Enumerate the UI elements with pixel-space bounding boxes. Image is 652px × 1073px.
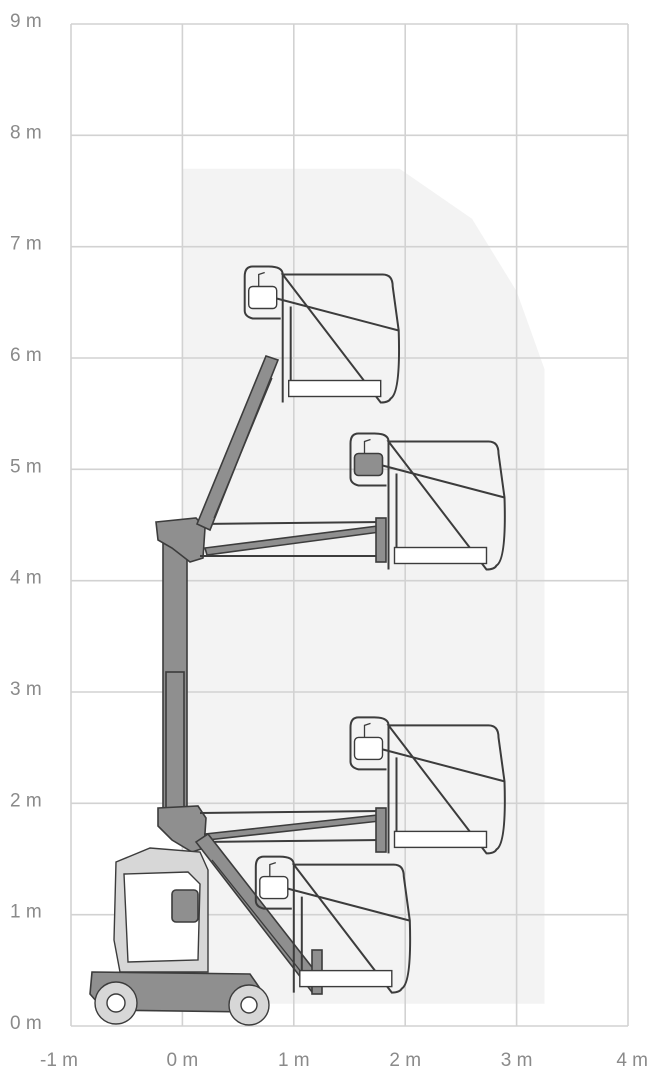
x-tick-label: 1 m: [278, 1050, 310, 1071]
upper-arm-bracket: [375, 517, 387, 563]
platform-basket: [349, 716, 506, 855]
wheel-front-hub: [240, 996, 258, 1014]
upper-mast-head: [155, 517, 206, 563]
console-handle: [258, 271, 265, 287]
basket-gate: [243, 265, 284, 403]
basket-top-rail: [382, 748, 505, 783]
basket-floor-panel: [393, 546, 488, 565]
control-box: [171, 889, 199, 923]
control-console: [353, 736, 384, 761]
basket-top-rail: [382, 464, 505, 499]
x-tick-label: -1 m: [40, 1050, 78, 1071]
x-tick-label: 4 m: [616, 1050, 648, 1071]
console-handle: [269, 861, 277, 877]
lower-arm-top: [199, 810, 383, 814]
grid: [70, 23, 629, 1027]
working-envelope: [182, 168, 545, 1004]
x-axis-ticks: -1 m 0 m 1 m 2 m 3 m 4 m: [40, 1050, 648, 1071]
mast-inner: [165, 671, 185, 828]
boom-lift-machine: [89, 355, 387, 1026]
y-tick-label: 9 m: [10, 11, 42, 32]
y-tick-label: 4 m: [10, 568, 42, 589]
y-tick-label: 1 m: [10, 902, 42, 923]
basket-gate: [254, 855, 295, 993]
y-axis-ticks: 0 m 1 m 2 m 3 m 4 m 5 m 6 m 7 m 8 m 9 m: [10, 11, 42, 1034]
x-tick-label: 2 m: [389, 1050, 421, 1071]
wheel-rear-hub: [106, 993, 126, 1013]
lower-arm-bottom: [199, 839, 383, 843]
lower-arm-bracket: [375, 807, 387, 853]
control-console: [259, 875, 289, 900]
basket-top-rail: [276, 297, 399, 332]
control-console: [248, 285, 278, 310]
basket-frame: [280, 273, 400, 404]
platform-basket: [254, 855, 412, 994]
y-tick-label: 5 m: [10, 456, 42, 477]
basket-top-rail: [287, 887, 411, 922]
platform-basket: [243, 265, 400, 404]
basket-gate: [349, 432, 390, 570]
upper-arm-top: [199, 521, 383, 525]
basket-frame: [386, 440, 506, 571]
y-tick-label: 0 m: [10, 1013, 42, 1034]
platform-basket: [349, 432, 506, 571]
basket-frame: [386, 724, 506, 855]
lower-mast-head: [157, 805, 207, 853]
x-tick-label: 3 m: [501, 1050, 533, 1071]
basket-floor-panel: [393, 830, 488, 849]
top-jib: [195, 355, 280, 532]
console-handle: [363, 722, 371, 738]
basket-frame: [291, 863, 412, 994]
y-tick-label: 6 m: [10, 345, 42, 366]
platforms: [243, 265, 506, 994]
control-console: [353, 452, 384, 477]
console-handle: [363, 438, 371, 454]
basket-gate: [349, 716, 390, 854]
y-tick-label: 2 m: [10, 790, 42, 811]
y-tick-label: 7 m: [10, 234, 42, 255]
basket-floor-panel: [288, 379, 382, 398]
low-jib-rod: [211, 859, 307, 979]
y-tick-label: 8 m: [10, 122, 42, 143]
top-jib-rod: [213, 377, 273, 519]
basket-floor-panel: [299, 969, 393, 988]
x-tick-label: 0 m: [167, 1050, 199, 1071]
y-tick-label: 3 m: [10, 679, 42, 700]
